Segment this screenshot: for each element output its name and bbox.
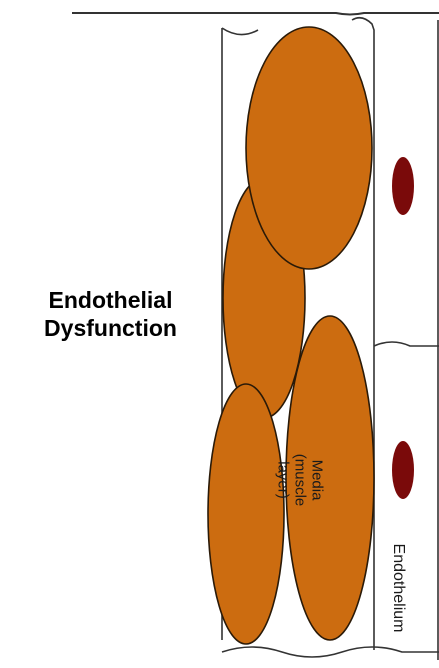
endothelial-nucleus-upper: [392, 157, 414, 215]
cell-junction-line: [374, 342, 439, 346]
endothelium-label-text: Endothelium: [389, 544, 407, 633]
title-line-1: Endothelial: [8, 286, 213, 314]
media-label-line-3: layer): [275, 454, 292, 507]
muscle-cell-lower-left: [208, 384, 284, 644]
endothelial-nucleus-lower: [392, 441, 414, 499]
muscle-cell-top: [246, 27, 372, 269]
diagram-title: Endothelial Dysfunction: [8, 286, 213, 342]
top-boundary-line: [72, 13, 439, 15]
media-label-line-1: Media: [309, 454, 326, 507]
title-line-2: Dysfunction: [8, 314, 213, 342]
media-label-line-2: (muscle: [292, 454, 309, 507]
bottom-boundary-line: [222, 647, 439, 657]
smooth-muscle-cells: [208, 27, 374, 644]
